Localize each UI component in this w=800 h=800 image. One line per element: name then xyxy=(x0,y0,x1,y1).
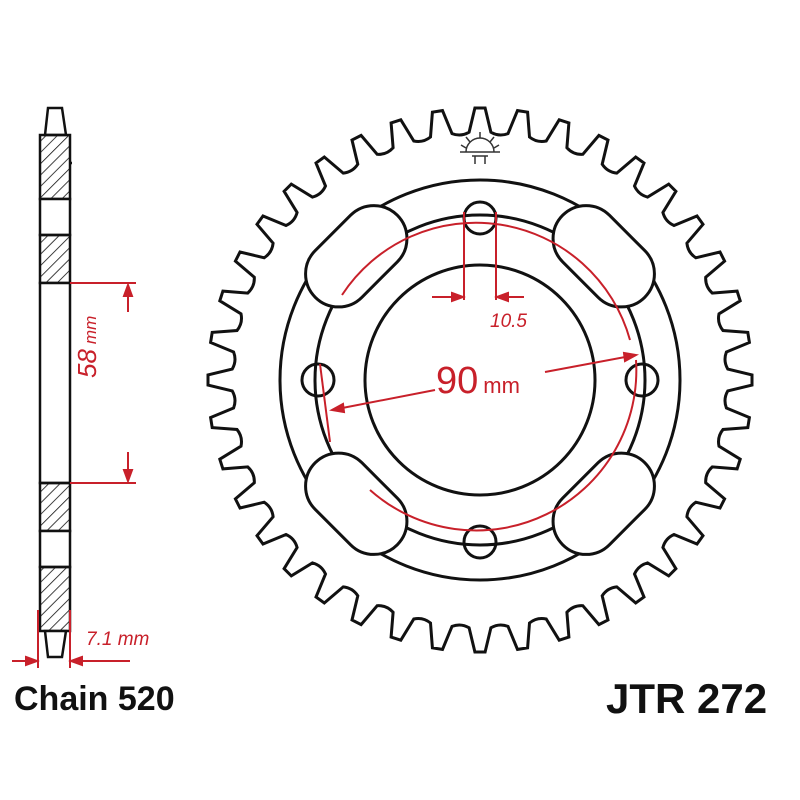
center-bore-label: 58 mm xyxy=(72,316,103,378)
sun-logo-icon xyxy=(460,132,500,164)
bolt-ring xyxy=(313,213,647,547)
center-bore xyxy=(363,263,597,497)
part-number: JTR 272 xyxy=(606,675,768,722)
center-bore-dimension xyxy=(70,282,136,484)
cutouts xyxy=(304,204,656,556)
pcd-unit: mm xyxy=(483,373,520,398)
pcd-value: 90 xyxy=(436,360,479,402)
thickness-dimension xyxy=(12,610,130,668)
sprocket-front xyxy=(206,106,754,654)
outer-web-ring xyxy=(278,178,682,582)
pcd-dimension xyxy=(319,221,640,532)
bolt-hole-diameter-label: 10.5 xyxy=(490,311,527,332)
center-bore-unit: mm xyxy=(81,315,100,345)
bolt-hole-dimension xyxy=(432,212,524,303)
sprocket-teeth xyxy=(206,106,754,654)
center-bore-value: 58 xyxy=(72,349,102,378)
chain-label: Chain 520 xyxy=(14,680,175,718)
side-profile xyxy=(38,106,72,659)
bolt-holes xyxy=(300,200,660,560)
thickness-label: 7.1 mm xyxy=(86,629,150,650)
